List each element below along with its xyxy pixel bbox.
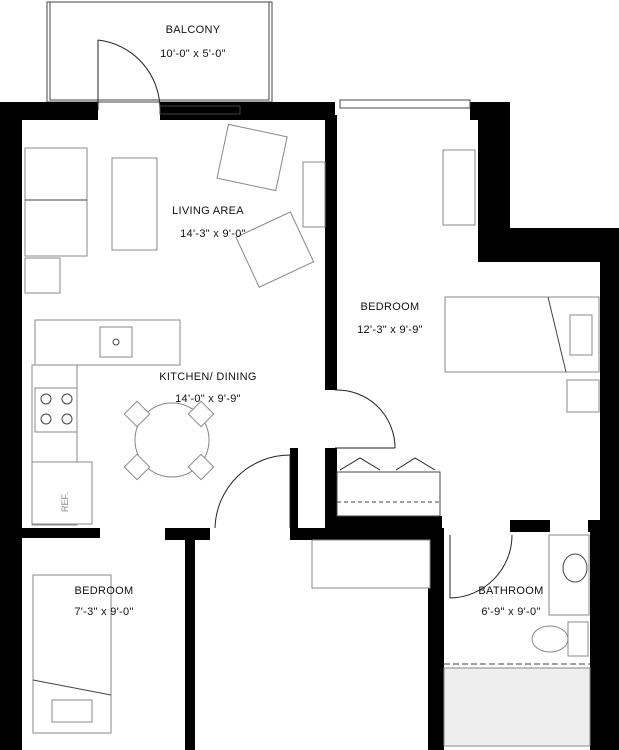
tv-console [302,161,326,228]
walls [0,102,619,750]
living-size: 14'-3" x 9'-0" [180,228,246,240]
refrigerator [31,461,93,525]
balcony-door [97,39,241,115]
armchair-top [216,123,288,192]
vanity [548,534,590,616]
bedroom1-name: BEDROOM [361,301,420,313]
bedroom2-name: BEDROOM [75,585,134,597]
bedroom-window [339,99,471,109]
bathtub [443,667,591,747]
stove [34,387,78,433]
bathroom-name: BATHROOM [478,585,543,597]
living-name: LIVING AREA [172,205,244,217]
coffee-table [111,157,158,251]
armchair-bottom [235,211,315,288]
entry-door [214,454,291,529]
toilet-bowl [531,625,569,653]
sink [99,326,133,358]
balcony-size: 10'-0" x 5'-0" [160,48,226,60]
pillow [569,314,593,356]
kitchen-name: KITCHEN/ DINING [159,371,256,383]
hall-shelf [311,539,431,589]
balcony-name: BALCONY [166,24,221,36]
bedroom2-furniture [32,574,112,734]
bedroom2-size: 7'-3" x 9'-0" [74,606,133,618]
side-table [24,257,61,294]
desk [442,149,476,226]
kitchen-size: 14'-0" x 9'-9" [175,393,241,405]
closet [336,457,441,517]
nightstand [566,379,600,413]
living-furniture [24,123,326,294]
bedroom1-size: 12'-3" x 9'-9" [357,324,423,336]
bedroom1-furniture [442,149,600,413]
sofa [24,147,88,257]
bedroom-door [334,389,396,449]
kitchen-fixtures: REF. [31,319,181,526]
bathroom-fixtures [443,534,591,747]
room-labels: BALCONY 10'-0" x 5'-0" LIVING AREA 14'-3… [74,24,543,618]
bathroom-size: 6'-9" x 9'-0" [481,606,540,618]
pillow-small [51,699,93,723]
dining-table [134,402,210,478]
dining-set [123,400,215,481]
toilet-tank [567,621,589,657]
fridge-label: REF. [60,492,70,512]
